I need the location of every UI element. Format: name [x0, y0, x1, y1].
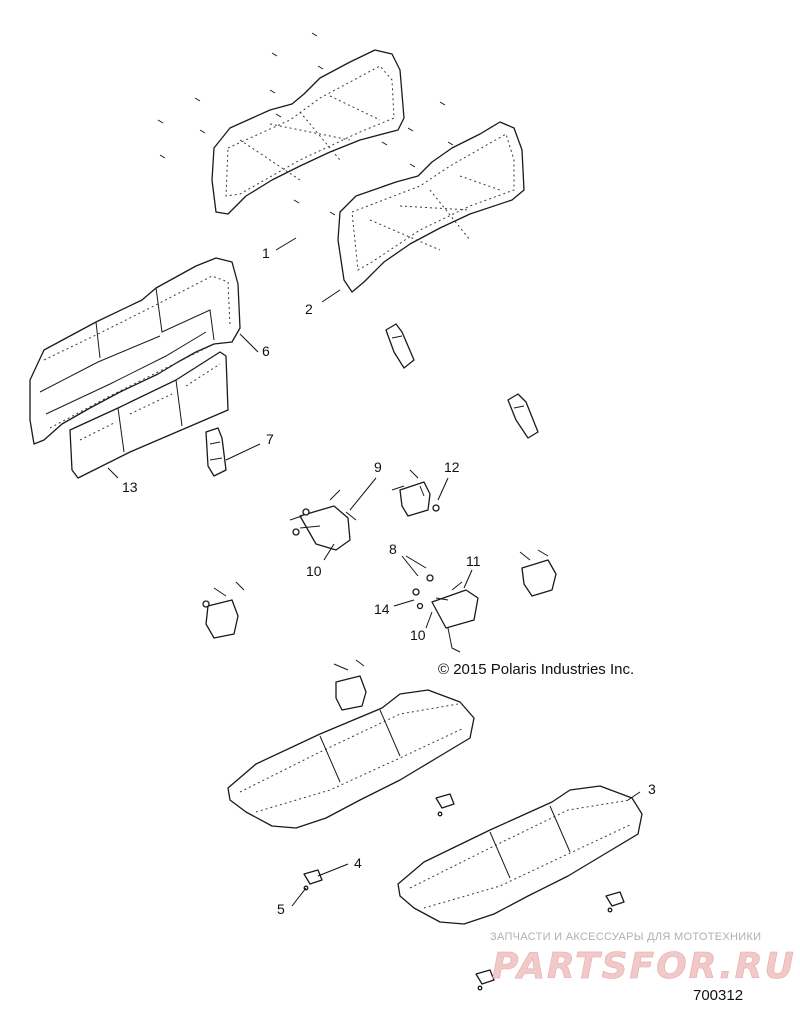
bracket-right	[507, 393, 539, 439]
panel-13	[69, 351, 229, 479]
callout-9: 9	[374, 459, 382, 475]
latch-center	[333, 659, 367, 711]
callout-3: 3	[648, 781, 656, 797]
callout-5: 5	[277, 901, 285, 917]
callout-1: 1	[262, 245, 270, 261]
bracket-7	[205, 427, 227, 477]
latch-9	[289, 489, 357, 551]
clips	[303, 793, 625, 991]
seat-back-upper	[211, 49, 405, 215]
watermark-tagline: ЗАПЧАСТИ И АКСЕССУАРЫ ДЛЯ МОТОТЕХНИКИ	[490, 931, 761, 943]
latch-12	[391, 469, 440, 517]
callout-6: 6	[262, 343, 270, 359]
figure-number: 700312	[693, 987, 743, 1004]
callout-10-upper: 10	[306, 563, 322, 579]
callout-8: 8	[389, 541, 397, 557]
seat-base-3	[397, 785, 643, 925]
callout-7: 7	[266, 431, 274, 447]
seat-base-upper	[227, 689, 475, 829]
callout-10-lower: 10	[410, 627, 426, 643]
seat-back-panel-6	[29, 257, 241, 445]
callout-labels: 1 2 3 4 5 6 7 8 9 10 10 11 12 13 14	[122, 245, 656, 917]
seat-back-2	[337, 121, 525, 293]
callout-12: 12	[444, 459, 460, 475]
callout-2: 2	[305, 301, 313, 317]
latch-right	[519, 549, 557, 597]
bracket-upper	[385, 323, 415, 369]
latch-11	[412, 574, 479, 653]
callout-4: 4	[354, 855, 362, 871]
callout-11: 11	[466, 553, 481, 569]
callout-14: 14	[374, 601, 390, 617]
fasteners-top	[157, 32, 454, 216]
callout-13: 13	[122, 479, 138, 495]
latch-left	[202, 581, 245, 639]
copyright-notice: © 2015 Polaris Industries Inc.	[438, 661, 634, 678]
watermark-brand: PARTSFOR.RU	[492, 946, 796, 987]
leader-lines	[107, 237, 641, 907]
